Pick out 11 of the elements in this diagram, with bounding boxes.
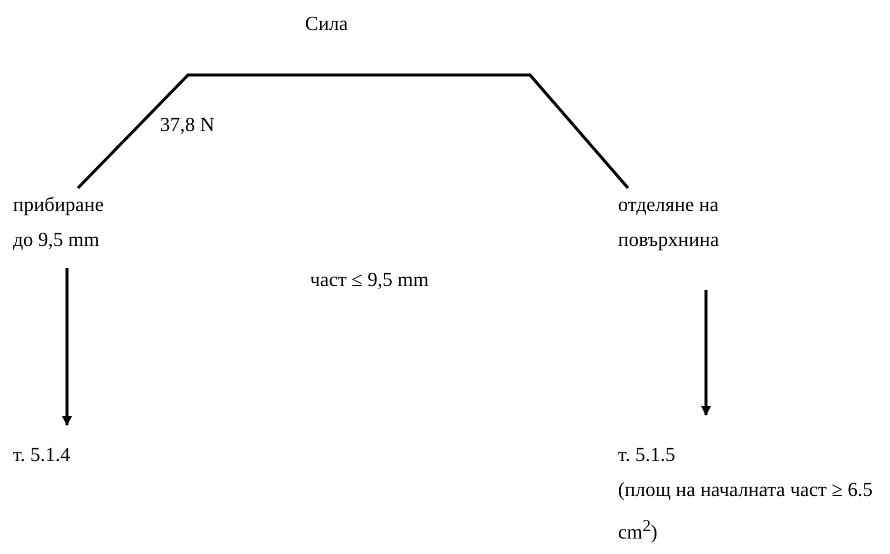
label-text: 37,8 N (160, 113, 214, 137)
node-text: т. 5.1.5 (618, 443, 676, 468)
node-text: (площ на началната част ≥ 6.5 cm$^{2}$) (618, 478, 874, 546)
label-text: част ≤ 9,5 mm (310, 268, 429, 292)
node-text: отделяне на повърхнина (618, 193, 720, 253)
arrow (62, 268, 72, 426)
node-text: т. 5.1.4 (13, 443, 72, 468)
arrow (701, 290, 711, 416)
connector-line (76, 74, 630, 190)
label-text: Сила (305, 12, 348, 36)
node-text: прибиране до 9,5 mm (13, 193, 105, 253)
